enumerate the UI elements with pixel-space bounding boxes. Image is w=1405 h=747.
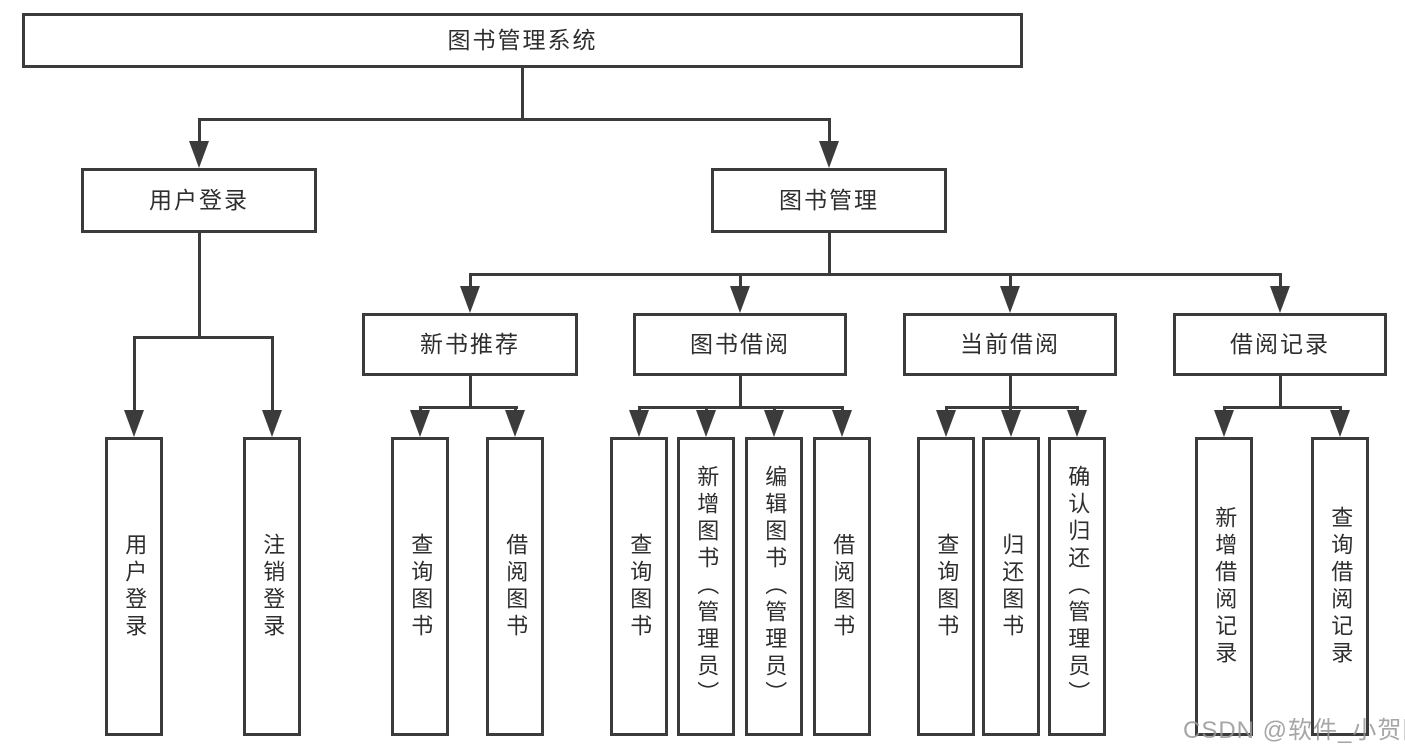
node-user-login: 用户登录 [81,168,317,233]
connector-line [945,406,948,412]
connector-line [469,273,1281,276]
arrow-down-icon [832,410,852,437]
connector-line [739,376,742,409]
arrow-down-icon [1000,286,1020,313]
connector-line [945,406,1079,409]
connector-line [1339,406,1342,412]
connector-line [271,336,274,413]
connector-line [1223,406,1226,412]
arrow-down-icon [730,286,750,313]
connector-line [1009,376,1012,409]
arrow-down-icon [189,141,209,168]
connector-line [469,376,472,409]
connector-line [198,118,201,143]
node-br-add-record: 新增借阅记录 [1195,437,1253,736]
connector-line [705,406,708,412]
connector-line [198,118,831,121]
arrow-down-icon [936,410,956,437]
connector-line [638,406,844,409]
connector-line [828,118,831,143]
connector-line [773,406,776,412]
node-nbr-query-books: 查询图书 [391,437,449,736]
arrow-down-icon [1067,410,1087,437]
connector-line [739,273,742,288]
node-br-query-record: 查询借阅记录 [1311,437,1369,736]
connector-line [133,336,136,413]
connector-line [1076,406,1079,412]
arrow-down-icon [1001,410,1021,437]
csdn-watermark: CSDN @软件_小贺同学 [1183,717,1405,744]
arrow-down-icon [696,410,716,437]
node-cb-confirm-return-admin: 确认归还（管理员） [1048,437,1106,736]
node-cb-query-books: 查询图书 [917,437,975,736]
node-borrowing-records: 借阅记录 [1173,313,1387,376]
node-user-login-action: 用户登录 [105,437,163,736]
arrow-down-icon [1214,410,1234,437]
arrow-down-icon [1330,410,1350,437]
node-library-system: 图书管理系统 [22,13,1023,68]
connector-line [469,273,472,288]
arrow-down-icon [1270,286,1290,313]
arrow-down-icon [460,286,480,313]
node-logout-action: 注销登录 [243,437,301,736]
arrow-down-icon [262,410,282,437]
connector-line [133,336,274,339]
node-book-borrowing: 图书借阅 [633,313,847,376]
node-new-book-recommend: 新书推荐 [362,313,578,376]
arrow-down-icon [124,410,144,437]
arrow-down-icon [629,410,649,437]
connector-line [841,406,844,412]
connector-line [1279,376,1282,409]
connector-line [1223,406,1342,409]
node-bb-add-books-admin: 新增图书（管理员） [677,437,735,736]
node-cb-return-books: 归还图书 [982,437,1040,736]
arrow-down-icon [819,141,839,168]
node-book-management: 图书管理 [711,168,947,233]
connector-line [198,233,201,339]
connector-line [521,68,524,121]
node-current-borrowing: 当前借阅 [903,313,1117,376]
connector-line [419,406,518,409]
arrow-down-icon [505,410,525,437]
connector-line [1009,273,1012,288]
node-nbr-borrow-books: 借阅图书 [486,437,544,736]
node-bb-edit-books-admin: 编辑图书（管理员） [745,437,803,736]
node-bb-borrow-books: 借阅图书 [813,437,871,736]
node-bb-query-books: 查询图书 [610,437,668,736]
connector-line [419,406,422,412]
connector-line [828,233,831,276]
connector-line [1009,406,1012,412]
connector-line [1279,273,1282,288]
connector-line [514,406,517,412]
arrow-down-icon [410,410,430,437]
connector-line [638,406,641,412]
arrow-down-icon [764,410,784,437]
